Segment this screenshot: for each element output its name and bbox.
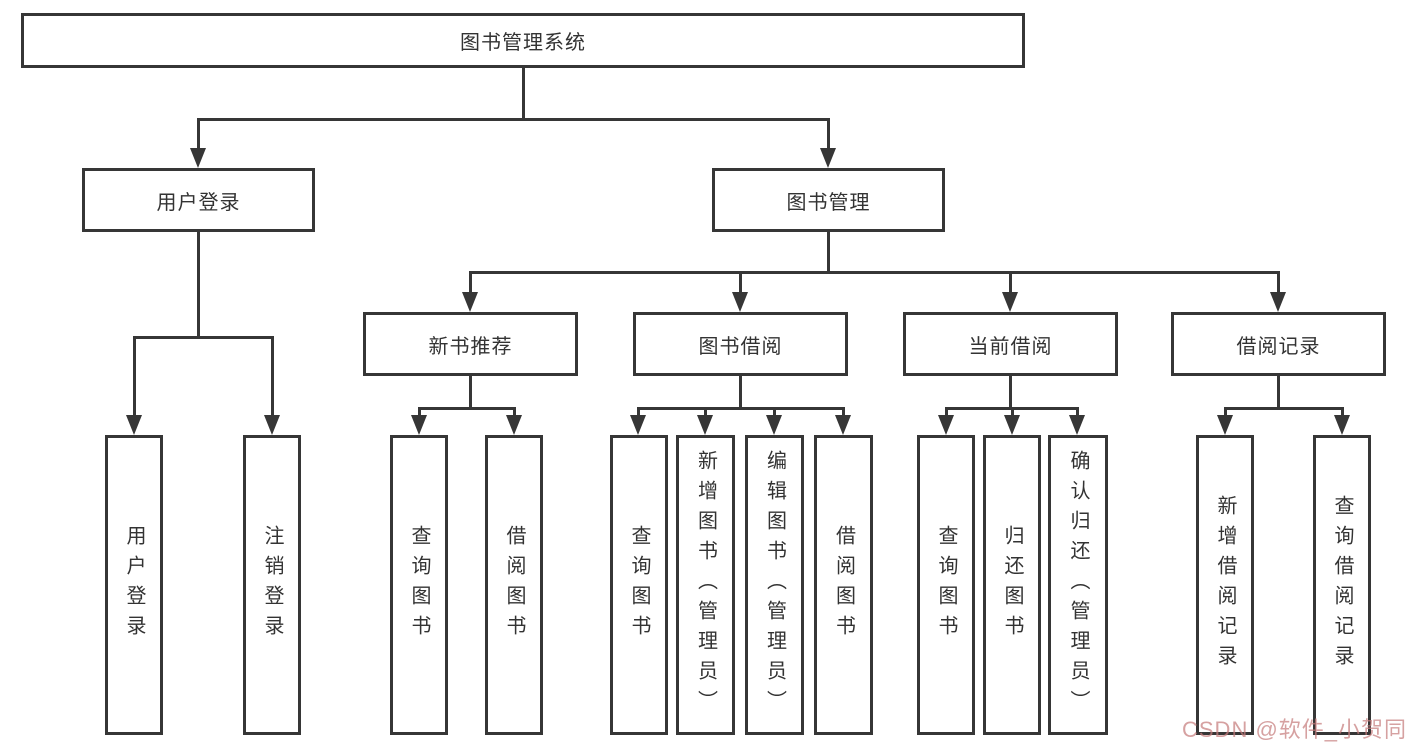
leaf-edit-books-admin: 编辑图书（管理员）	[745, 435, 804, 735]
connector-stem	[513, 407, 516, 417]
arrowhead	[766, 415, 782, 435]
connector-stem-current-borrow	[1009, 271, 1012, 294]
node-user-login-branch: 用户登录	[82, 168, 315, 232]
leaf-query-books-2: 查询图书	[610, 435, 668, 735]
leaf-borrow-books-1: 借阅图书	[485, 435, 543, 735]
arrowhead	[697, 415, 713, 435]
connector-stem	[773, 407, 776, 417]
arrowhead	[1217, 415, 1233, 435]
leaf-label: 用户登录	[123, 525, 145, 645]
leaf-label: 查询借阅记录	[1331, 495, 1353, 675]
connector-stem	[1076, 407, 1079, 417]
leaf-borrow-books-2: 借阅图书	[814, 435, 873, 735]
connector-stem	[1011, 407, 1014, 417]
connector-login-stub	[197, 232, 200, 336]
leaf-label: 归还图书	[1001, 525, 1023, 645]
arrowhead	[1069, 415, 1085, 435]
arrowhead	[1004, 415, 1020, 435]
node-label: 借阅记录	[1236, 335, 1321, 358]
leaf-label: 查询图书	[408, 525, 430, 645]
leaf-label: 编辑图书（管理员）	[763, 450, 786, 720]
connector-borrow-stub	[739, 376, 742, 407]
leaf-label: 确认归还（管理员）	[1067, 450, 1089, 720]
node-label: 当前借阅	[968, 335, 1053, 358]
connector-root-hline	[197, 118, 830, 121]
node-new-book-recommend: 新书推荐	[363, 312, 578, 376]
connector-stem	[842, 407, 845, 417]
connector-stem	[637, 407, 640, 417]
connector-newbook-stub	[469, 376, 472, 407]
leaf-return-books: 归还图书	[983, 435, 1041, 735]
leaf-confirm-return-admin: 确认归还（管理员）	[1048, 435, 1108, 735]
node-label: 新书推荐	[428, 335, 513, 358]
csdn-watermark: CSDN @软件_小贺同学	[1182, 717, 1405, 742]
node-label: 用户登录	[156, 191, 241, 214]
connector-stem-leaf-logout	[271, 336, 274, 417]
connector-bookmgmt-stub	[827, 232, 830, 271]
connector-current-stub	[1009, 376, 1012, 407]
arrowhead	[1334, 415, 1350, 435]
leaf-query-books-3: 查询图书	[917, 435, 975, 735]
leaf-label: 新增图书（管理员）	[694, 450, 717, 720]
node-label: 图书管理	[786, 191, 871, 214]
leaf-label: 借阅图书	[503, 525, 525, 645]
connector-stem	[945, 407, 948, 417]
leaf-label: 注销登录	[261, 525, 283, 645]
connector-login-hline	[133, 336, 274, 339]
leaf-label: 查询图书	[935, 525, 957, 645]
leaf-label: 新增借阅记录	[1214, 495, 1236, 675]
connector-records-stub	[1277, 376, 1280, 407]
connector-stem-user-login	[197, 118, 200, 150]
arrowhead-borrow-records	[1270, 292, 1286, 312]
leaf-query-books-1: 查询图书	[390, 435, 448, 735]
connector-newbook-hline	[418, 407, 516, 410]
connector-stem-book-mgmt	[827, 118, 830, 150]
leaf-user-login: 用户登录	[105, 435, 163, 735]
arrowhead-leaf-logout	[264, 415, 280, 435]
arrowhead-book-mgmt	[820, 148, 836, 168]
connector-root-stub	[522, 68, 525, 118]
node-borrowing-records: 借阅记录	[1171, 312, 1386, 376]
arrowhead	[506, 415, 522, 435]
node-label: 图书借阅	[698, 335, 783, 358]
arrowhead-book-borrow	[732, 292, 748, 312]
arrowhead	[630, 415, 646, 435]
arrowhead-new-books	[462, 292, 478, 312]
arrowhead-current-borrow	[1002, 292, 1018, 312]
node-label: 图书管理系统	[460, 32, 586, 54]
arrowhead	[938, 415, 954, 435]
connector-bookmgmt-hline	[469, 271, 1280, 274]
connector-stem-leaf-user-login	[133, 336, 136, 417]
leaf-label: 查询图书	[628, 525, 650, 645]
leaf-label: 借阅图书	[832, 525, 855, 645]
arrowhead	[411, 415, 427, 435]
connector-stem	[1224, 407, 1227, 417]
node-book-management-branch: 图书管理	[712, 168, 945, 232]
connector-stem-new-books	[469, 271, 472, 294]
arrowhead-user-login	[190, 148, 206, 168]
connector-stem-book-borrow	[739, 271, 742, 294]
arrowhead-leaf-user-login	[126, 415, 142, 435]
connector-stem-borrow-records	[1277, 271, 1280, 294]
connector-borrow-hline	[637, 407, 845, 410]
leaf-logout: 注销登录	[243, 435, 301, 735]
leaf-add-borrow-record: 新增借阅记录	[1196, 435, 1254, 735]
connector-stem	[1341, 407, 1344, 417]
arrowhead	[835, 415, 851, 435]
connector-records-hline	[1224, 407, 1344, 410]
node-current-borrowing: 当前借阅	[903, 312, 1118, 376]
leaf-query-borrow-record: 查询借阅记录	[1313, 435, 1371, 735]
connector-stem	[704, 407, 707, 417]
leaf-add-books-admin: 新增图书（管理员）	[676, 435, 735, 735]
node-library-management-system: 图书管理系统	[21, 13, 1025, 68]
connector-stem	[418, 407, 421, 417]
node-book-borrowing: 图书借阅	[633, 312, 848, 376]
